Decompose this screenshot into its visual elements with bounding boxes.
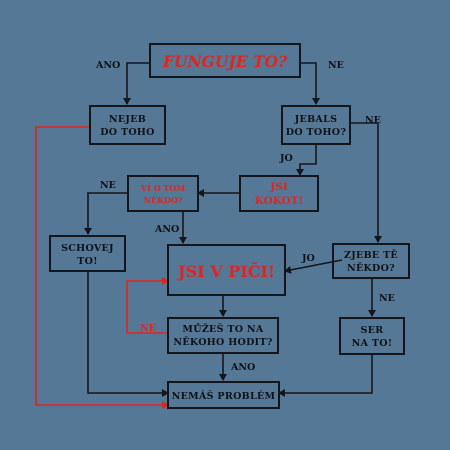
node-zjebe-line2: NĚKDO? bbox=[347, 262, 395, 274]
label-ano-top: ANO bbox=[95, 60, 120, 71]
node-funguje-text: FUNGUJE TO? bbox=[162, 52, 288, 71]
label-ne-top: NE bbox=[328, 60, 344, 71]
node-jsikokot-line1: JSI bbox=[269, 181, 288, 193]
node-vi-line1: VÍ O TOM bbox=[140, 183, 185, 193]
node-nejeb-line2: DO TOHO bbox=[100, 127, 155, 138]
edge-schovej-nemas bbox=[87, 271, 169, 397]
edge-jebals-zjebe bbox=[350, 122, 382, 243]
node-nemas-box bbox=[167, 381, 280, 409]
node-muzes-box bbox=[167, 317, 279, 354]
node-schovej-line1: SCHOVEJ bbox=[61, 243, 114, 254]
edge-vi-schovej bbox=[84, 192, 128, 235]
node-ser-box bbox=[339, 317, 405, 355]
label-ne-vi: NE bbox=[100, 180, 116, 191]
edge-muzes-jsivpici bbox=[126, 277, 169, 334]
node-zjebe-line1: ZJEBE TĚ bbox=[344, 249, 398, 261]
node-jebals-line1: JEBALS bbox=[294, 114, 337, 125]
node-schovej-box bbox=[49, 235, 126, 272]
label-ne-zjebe: NE bbox=[379, 293, 395, 304]
label-ano-muzes: ANO bbox=[230, 362, 255, 373]
node-muzes-line2: NĚKOHO HODIT? bbox=[173, 336, 272, 348]
node-vi-line2: NĚKDO? bbox=[144, 195, 183, 205]
node-zjebe-box bbox=[332, 243, 410, 279]
node-jebals-line2: DO TOHO? bbox=[286, 127, 347, 138]
label-jo-zjebe: JO bbox=[301, 253, 315, 264]
node-schovej-line2: TO! bbox=[77, 256, 97, 267]
node-jebals-box bbox=[281, 105, 351, 145]
node-funguje-box bbox=[149, 43, 301, 78]
node-nejeb-line1: NEJEB bbox=[109, 114, 146, 125]
label-ano-vi: ANO bbox=[154, 224, 179, 235]
node-jsikokot-box bbox=[239, 175, 319, 212]
edge-funguje-nejeb bbox=[123, 62, 150, 105]
node-jsivpici-box bbox=[167, 244, 286, 296]
node-ser-line2: NA TO! bbox=[352, 338, 393, 349]
edge-jebals-jsikokot bbox=[296, 144, 317, 176]
edge-nejeb-nemas bbox=[35, 126, 169, 409]
node-vi-box bbox=[127, 175, 199, 212]
node-nemas-text: NEMÁŠ PROBLÉM bbox=[172, 390, 276, 402]
node-muzes-line1: MŮŽEŠ TO NA bbox=[182, 323, 263, 335]
label-ne-jebals: NE bbox=[365, 115, 381, 126]
edge-funguje-jebals bbox=[300, 62, 320, 105]
node-jsikokot-line2: KOKOT! bbox=[255, 195, 303, 207]
node-ser-line1: SER bbox=[361, 325, 384, 336]
node-nejeb-box bbox=[89, 105, 166, 145]
edge-ser-nemas bbox=[278, 354, 373, 397]
label-ne-muzes: NE bbox=[140, 323, 156, 334]
label-jo-jebals: JO bbox=[279, 153, 293, 164]
node-jsivpici-text: JSI V PIČI! bbox=[176, 261, 275, 281]
